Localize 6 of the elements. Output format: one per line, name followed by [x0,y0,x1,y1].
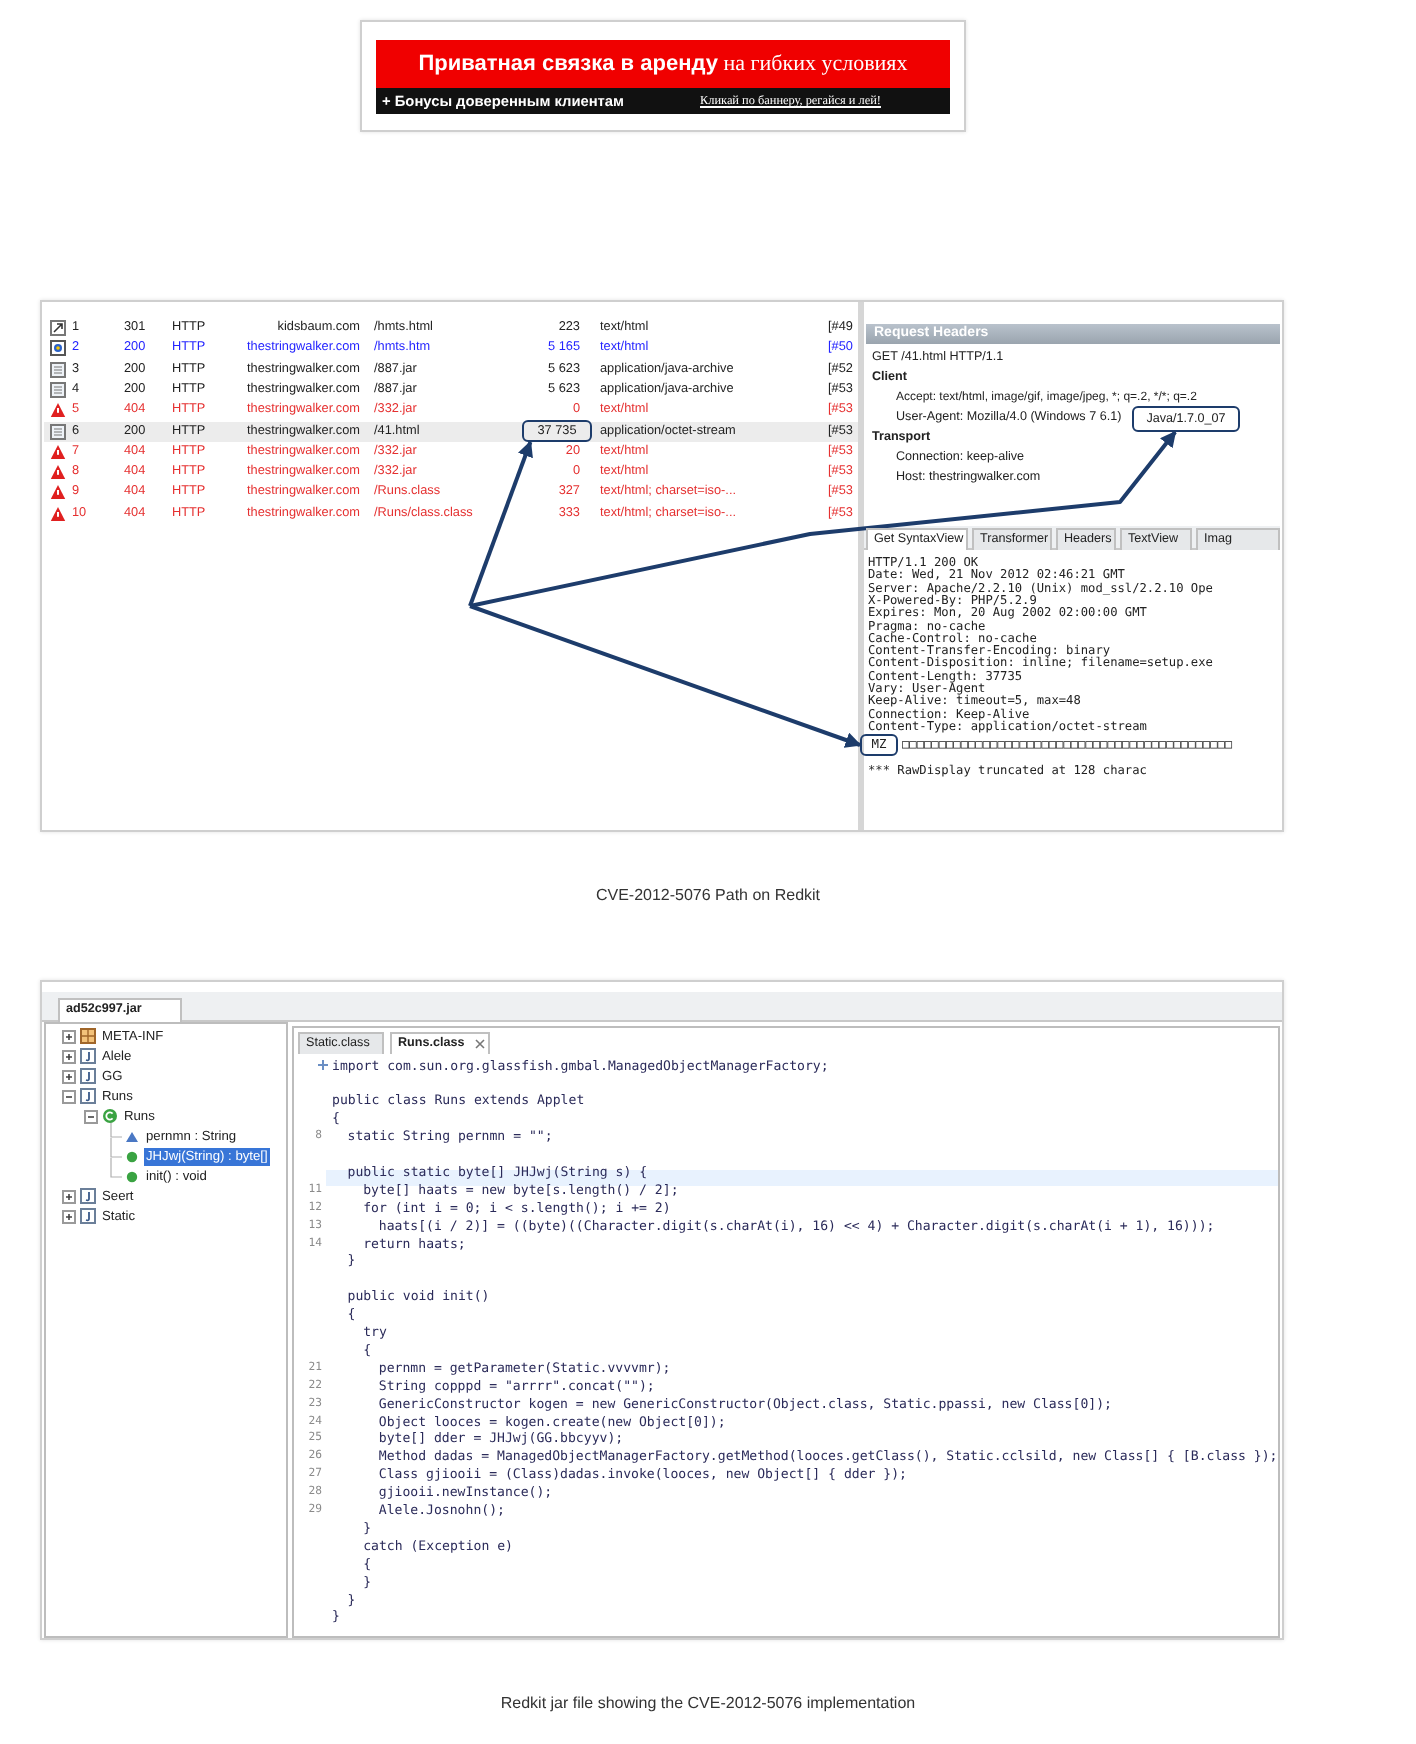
caption: CVE-2012-5076 Path on Redkit [593,886,823,904]
banner-headline: Приватная связка в аренду на гибких условиях [376,40,950,88]
arrow [469,604,862,748]
arrow [468,440,533,607]
caption: Redkit jar file showing the CVE-2012-5076 implementation [498,1694,918,1712]
arrow [469,430,1177,608]
